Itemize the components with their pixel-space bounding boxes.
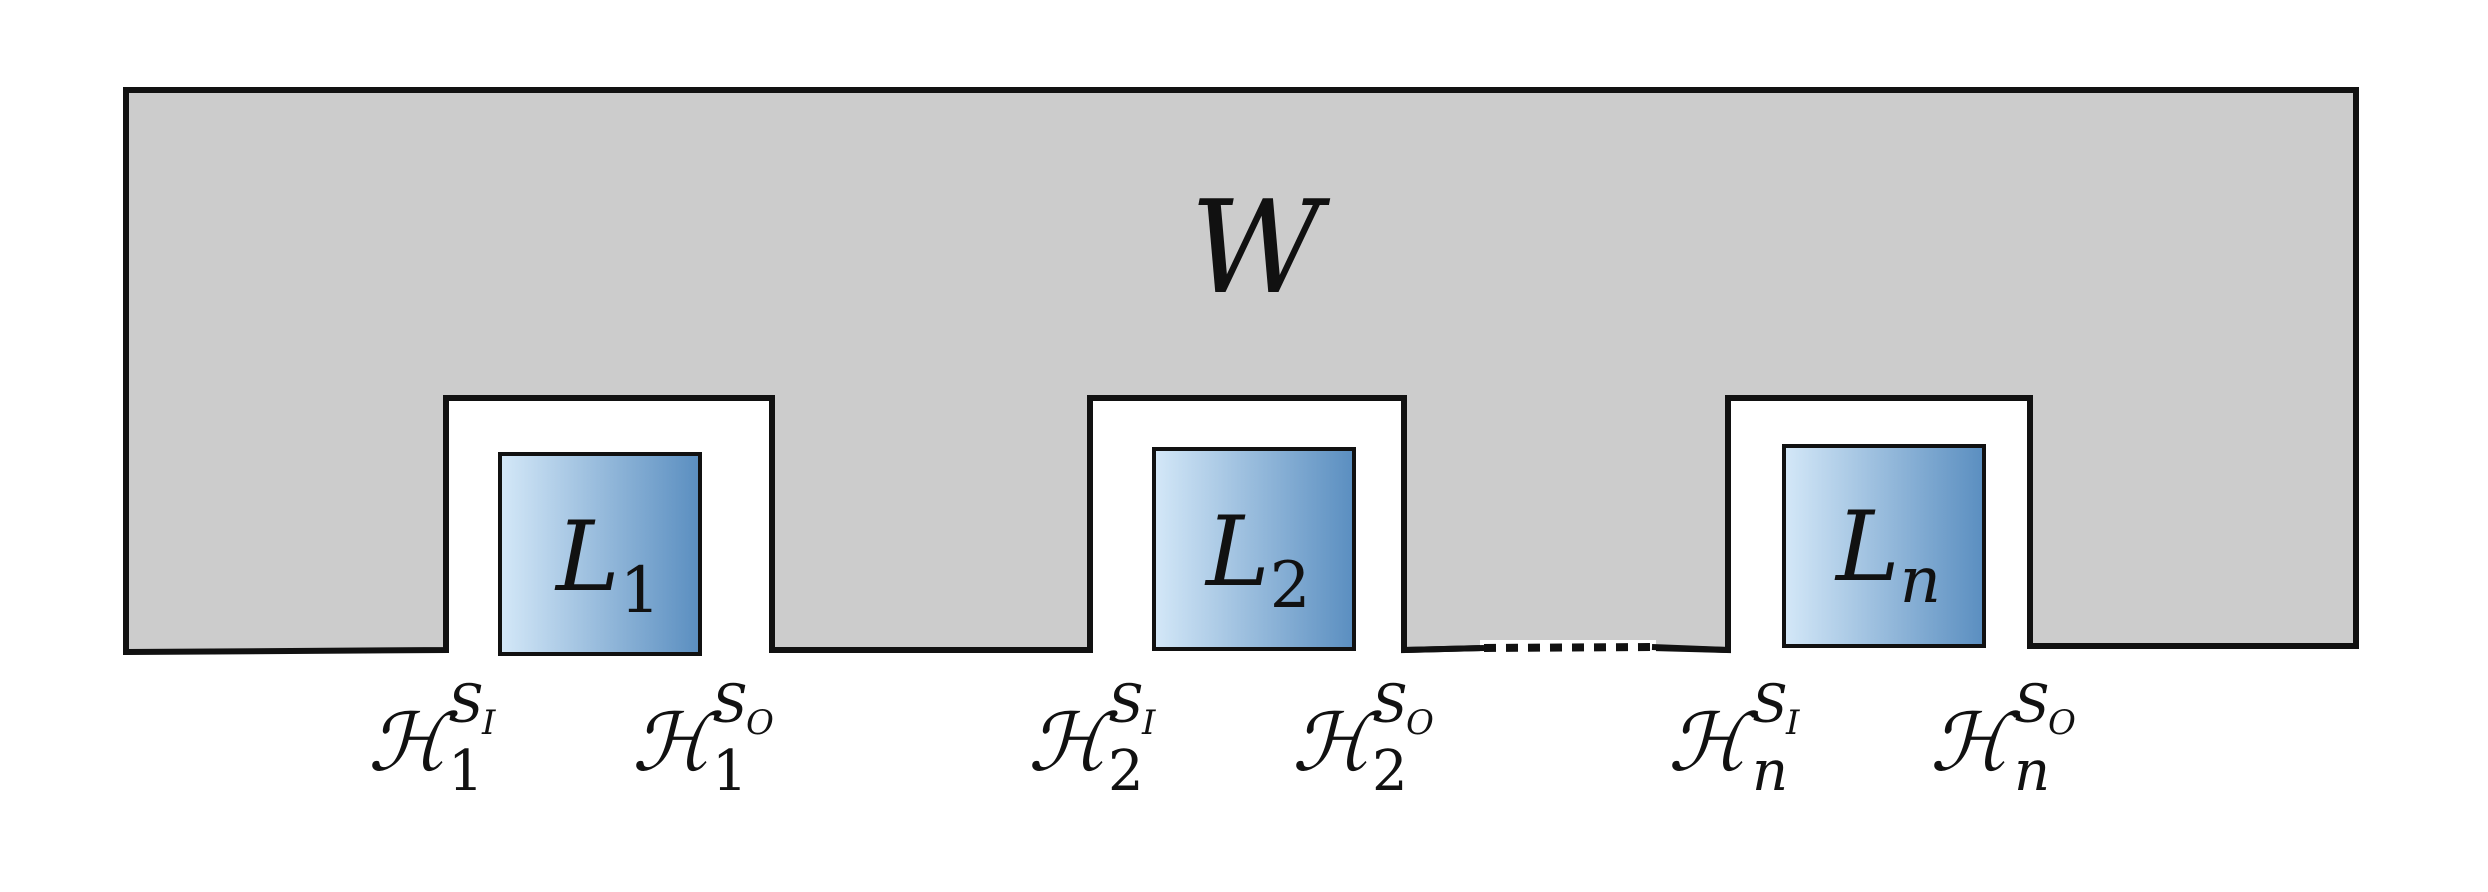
svg-text:S: S [2014, 675, 2050, 735]
svg-text:O: O [2048, 703, 2076, 743]
component-box-2: L2 [1152, 447, 1356, 651]
svg-text:I: I [1141, 703, 1156, 743]
port-label-in-2: ℋ 2 S I [1028, 675, 1156, 804]
svg-text:Ln: Ln [1834, 491, 1941, 618]
component-box-n: Ln [1782, 444, 1986, 648]
port-label-in-1: ℋ 1 S I [368, 675, 496, 804]
world-label: W [1190, 174, 1331, 323]
svg-text:2: 2 [1108, 739, 1144, 804]
svg-text:ℋ: ℋ [1668, 696, 1758, 789]
port-label-in-n: ℋ n S I [1668, 675, 1800, 804]
svg-text:O: O [1406, 703, 1434, 743]
svg-text:ℋ: ℋ [1292, 696, 1382, 789]
port-label-out-1: ℋ 1 S O [632, 675, 774, 804]
svg-text:S: S [1752, 675, 1788, 735]
component-sub: n [1900, 544, 1941, 618]
component-label: L [1204, 496, 1270, 608]
svg-text:1: 1 [448, 739, 484, 804]
ellipsis-dotted-line [1651, 644, 1729, 653]
port-label-out-2: ℋ 2 S O [1292, 675, 1434, 804]
svg-text:S: S [1372, 675, 1408, 735]
svg-text:S: S [448, 675, 484, 735]
svg-text:ℋ: ℋ [1028, 696, 1118, 789]
svg-text:S: S [712, 675, 748, 735]
svg-text:n: n [1752, 739, 1788, 804]
svg-text:ℋ: ℋ [1930, 696, 2020, 789]
svg-text:O: O [746, 703, 774, 743]
component-sub: 2 [1270, 549, 1311, 623]
svg-text:L2: L2 [1204, 496, 1310, 623]
port-label-out-n: ℋ n S O [1930, 675, 2076, 804]
component-label: L [1834, 491, 1900, 603]
svg-text:n: n [2014, 739, 2050, 804]
svg-text:1: 1 [712, 739, 748, 804]
svg-text:I: I [1785, 703, 1800, 743]
svg-text:S: S [1108, 675, 1144, 735]
svg-text:I: I [481, 703, 496, 743]
component-sub: 1 [620, 554, 661, 628]
svg-text:ℋ: ℋ [632, 696, 722, 789]
component-label: L [554, 501, 620, 613]
ellipsis-dotted-line [1403, 645, 1485, 653]
svg-text:L1: L1 [554, 501, 660, 628]
component-box-1: L1 [498, 452, 702, 656]
svg-text:2: 2 [1372, 739, 1408, 804]
world-gap-mask [1480, 640, 1656, 660]
svg-text:ℋ: ℋ [368, 696, 458, 789]
ellipsis-dotted-line [1483, 643, 1653, 652]
